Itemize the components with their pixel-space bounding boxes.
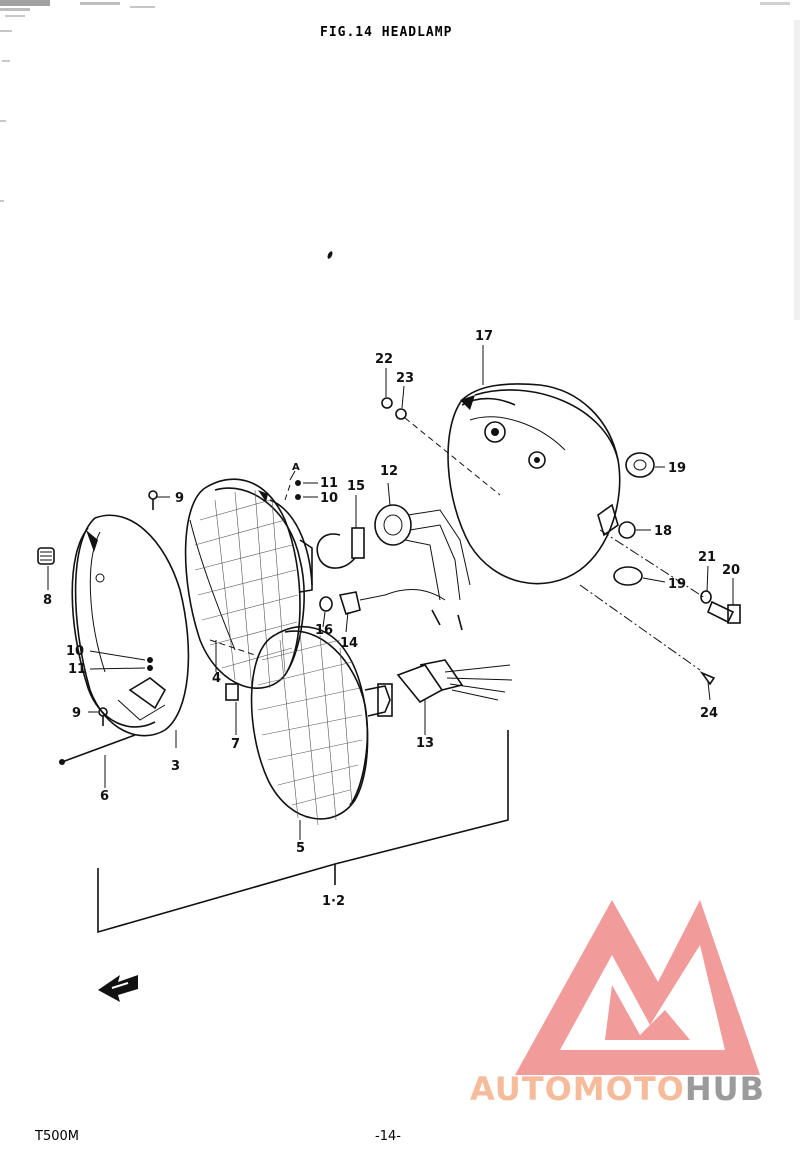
callout-19-bottom: 19	[668, 577, 686, 592]
callout-5: 5	[296, 841, 305, 856]
footer-page-number: -14-	[375, 1129, 401, 1144]
callout-19-top: 19	[668, 461, 686, 476]
figure-title: FIG.14 HEADLAMP	[320, 25, 452, 40]
assembly-lines	[209, 417, 706, 671]
callout-labels: 1·2 3 4 5 6 7 8 9 9 10 10 11 11 12 13 14…	[43, 329, 740, 909]
fasteners	[37, 397, 741, 765]
headlamp-bulb	[316, 527, 365, 569]
callout-21: 21	[698, 550, 716, 565]
callout-7: 7	[231, 737, 240, 752]
callout-4: 4	[212, 671, 221, 686]
callout-15: 15	[347, 479, 365, 494]
callout-13: 13	[416, 736, 434, 751]
leader-lines	[47, 345, 734, 840]
callout-20: 20	[722, 563, 740, 578]
callout-3: 3	[171, 759, 180, 774]
callout-22: 22	[375, 352, 393, 367]
callout-18: 18	[654, 524, 672, 539]
automotohub-logo: AUTOMOTOHUB	[470, 900, 765, 1108]
front-direction-arrow-icon	[98, 975, 138, 1002]
stray-mark	[327, 251, 333, 259]
assembly-bracket	[97, 730, 509, 934]
callout-14: 14	[340, 636, 358, 651]
callout-A: A	[292, 462, 300, 473]
callout-10-right: 10	[320, 491, 338, 506]
scan-noise	[0, 0, 800, 320]
callout-12: 12	[380, 464, 398, 479]
bulb-socket	[374, 504, 471, 631]
headlamp-shell-inner	[184, 478, 313, 691]
callout-9-top: 9	[175, 491, 184, 506]
headlamp-housing	[447, 383, 621, 585]
sealed-beam-unit	[250, 626, 393, 826]
callout-11-right: 11	[320, 476, 338, 491]
callout-23: 23	[396, 371, 414, 386]
connector-socket	[396, 659, 513, 704]
headlamp-rim	[71, 514, 190, 737]
callout-6: 6	[100, 789, 109, 804]
callout-9-bottom: 9	[72, 706, 81, 721]
callout-1-2: 1·2	[322, 894, 345, 909]
pilot-bulb	[319, 589, 446, 615]
callout-11-left: 11	[68, 662, 86, 677]
callout-24: 24	[700, 706, 718, 721]
callout-17: 17	[475, 329, 493, 344]
footer-model: T500M	[34, 1129, 79, 1144]
watermark-text-1: AUTOMOTOHUB	[470, 1070, 765, 1108]
callout-16: 16	[315, 623, 333, 638]
callout-10-left: 10	[66, 644, 84, 659]
callout-8: 8	[43, 593, 52, 608]
